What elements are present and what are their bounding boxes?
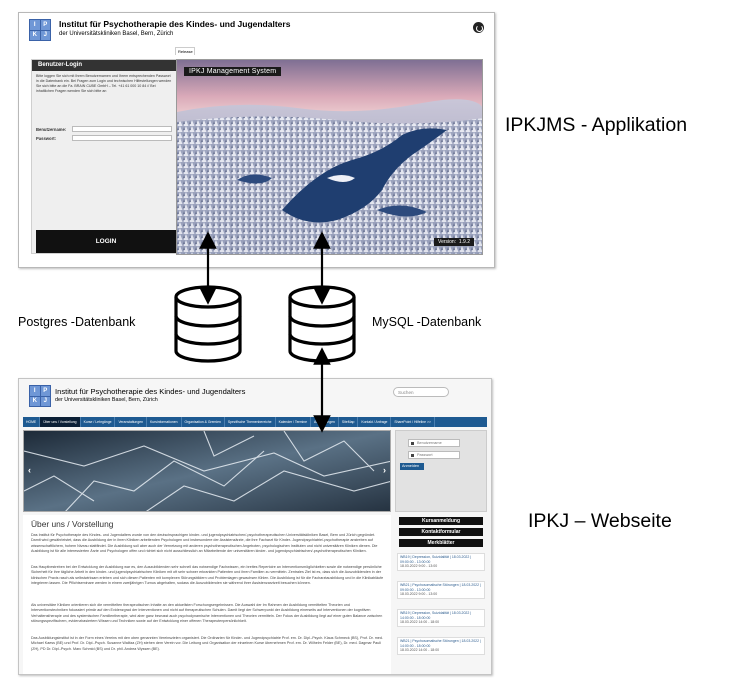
- web-institute-subtitle: der Universitätskliniken Basel, Bern, Zü…: [55, 397, 158, 403]
- event-item[interactable]: WB19 | Depression, Suizidalität | 18.03.…: [397, 609, 485, 627]
- contact-form-button[interactable]: Kontaktformular: [399, 528, 483, 536]
- web-login-button[interactable]: Anmelden: [400, 463, 424, 470]
- version-number: 1.9.2: [458, 239, 470, 245]
- event-time: 18.03.2022 14:00 - 18:00: [400, 648, 440, 653]
- paragraph-2: Das Hauptbestreben bei der Entwicklung d…: [31, 565, 384, 585]
- nav-item[interactable]: SharePoint / Hilfeline >>: [391, 417, 435, 427]
- login-button[interactable]: LOGIN: [36, 230, 176, 253]
- nav-item[interactable]: Spezifische Themenbereiche: [225, 417, 276, 427]
- event-item[interactable]: WB21 | Psychosomatische Störungen | 18.0…: [397, 637, 485, 655]
- power-icon[interactable]: [473, 22, 484, 33]
- course-registration-button[interactable]: Kursanmeldung: [399, 517, 483, 525]
- sidebar: Kursanmeldung Kontaktformular Merkblätte…: [395, 515, 487, 674]
- version-caption: Version:: [438, 239, 457, 245]
- event-title: WB21 | Psychosomatische Störungen | 18.0…: [400, 639, 481, 648]
- password-label: Passwort:: [36, 136, 57, 141]
- image-slider[interactable]: ‹ ›: [23, 430, 391, 512]
- mysql-database-icon: [288, 285, 356, 363]
- username-label: Benutzername:: [36, 127, 67, 132]
- paragraph-4: Das Ausbildungsinstitut ist in der Form …: [31, 636, 383, 651]
- slider-next-icon[interactable]: ›: [383, 465, 386, 475]
- nav-item[interactable]: Veranstaltungen: [115, 417, 147, 427]
- web-username-input[interactable]: Benutzername: [408, 439, 460, 447]
- postgres-database-icon: [174, 285, 242, 363]
- page-heading: Über uns / Vorstellung: [31, 519, 114, 529]
- website-label: IPKJ – Webseite: [528, 510, 672, 532]
- event-title: WB19 | Depression, Suizidalität | 18.03.…: [400, 611, 472, 620]
- winter-landscape-illustration: [177, 60, 482, 254]
- info-sheets-button[interactable]: Merkblätter: [399, 539, 483, 547]
- winter-landscape-image: IPKJ Management System Version: 1.9.2: [176, 59, 483, 255]
- slider-prev-icon[interactable]: ‹: [28, 465, 31, 475]
- nav-item[interactable]: SiteMap: [339, 417, 359, 427]
- lock-icon: [411, 454, 414, 457]
- postgres-database-label: Postgres -Datenbank: [18, 315, 136, 329]
- web-password-placeholder: Passwort: [417, 453, 433, 457]
- nav-item[interactable]: Kalender / Termine: [276, 417, 311, 427]
- application-label: IPKJMS - Applikation: [505, 114, 688, 136]
- nav-item[interactable]: Anmeldungen: [311, 417, 339, 427]
- user-icon: [411, 442, 414, 445]
- event-time: 18.03.2022 14:00 - 18:00: [400, 620, 440, 625]
- web-password-input[interactable]: Passwort: [408, 451, 460, 459]
- login-panel: Benutzer-Login Bitte loggen Sie sich mit…: [31, 59, 179, 254]
- event-time: 18.03.2022 9:00 - 13:00: [400, 564, 438, 569]
- version-label: Version: 1.9.2: [434, 238, 474, 246]
- web-username-placeholder: Benutzername: [417, 441, 442, 445]
- event-title: WB21 | Psychosomatische Störungen | 18.0…: [400, 583, 481, 592]
- paragraph-3: Als universitäre Kliniken orientieren si…: [31, 603, 383, 623]
- main-content: Über uns / Vorstellung Das Institut für …: [23, 515, 391, 674]
- search-input[interactable]: Suchen: [393, 387, 449, 397]
- web-institute-title: Institut für Psychotherapie des Kindes- …: [55, 387, 246, 396]
- paragraph-1: Das Institut für Psychotherapie des Kind…: [31, 533, 378, 553]
- mysql-database-label: MySQL -Datenbank: [372, 315, 482, 329]
- tab-release[interactable]: Release: [175, 47, 195, 55]
- nav-item[interactable]: Kontakt / Anfrage: [358, 417, 392, 427]
- username-input[interactable]: [72, 126, 172, 132]
- nav-item[interactable]: Kurse / Lehrgänge: [81, 417, 116, 427]
- event-item[interactable]: WB21 | Psychosomatische Störungen | 18.0…: [397, 581, 485, 599]
- event-time: 18.03.2022 9:00 - 13:00: [400, 592, 438, 597]
- system-name-label: IPKJ Management System: [184, 67, 282, 76]
- nav-item[interactable]: Kursinformationen: [147, 417, 182, 427]
- login-header: Benutzer-Login: [32, 60, 178, 71]
- nav-item[interactable]: Über uns / Vorstellung: [40, 417, 81, 427]
- event-title: WB19 | Depression, Suizidalität | 18.03.…: [400, 555, 472, 564]
- ice-slider-image: [24, 431, 390, 511]
- nav-item[interactable]: HOME: [23, 417, 41, 427]
- password-input[interactable]: [72, 135, 172, 141]
- app-institute-title: Institut für Psychotherapie des Kindes- …: [59, 19, 291, 29]
- event-item[interactable]: WB19 | Depression, Suizidalität | 18.03.…: [397, 553, 485, 571]
- app-institute-subtitle: der Universitätskliniken Basel, Bern, Zü…: [59, 31, 174, 37]
- website-login-box: Benutzername Passwort Anmelden: [395, 430, 487, 512]
- nav-item[interactable]: Organisation & Gremien: [182, 417, 225, 427]
- login-intro-text: Bitte loggen Sie sich mit Ihrem Benutzer…: [36, 74, 172, 93]
